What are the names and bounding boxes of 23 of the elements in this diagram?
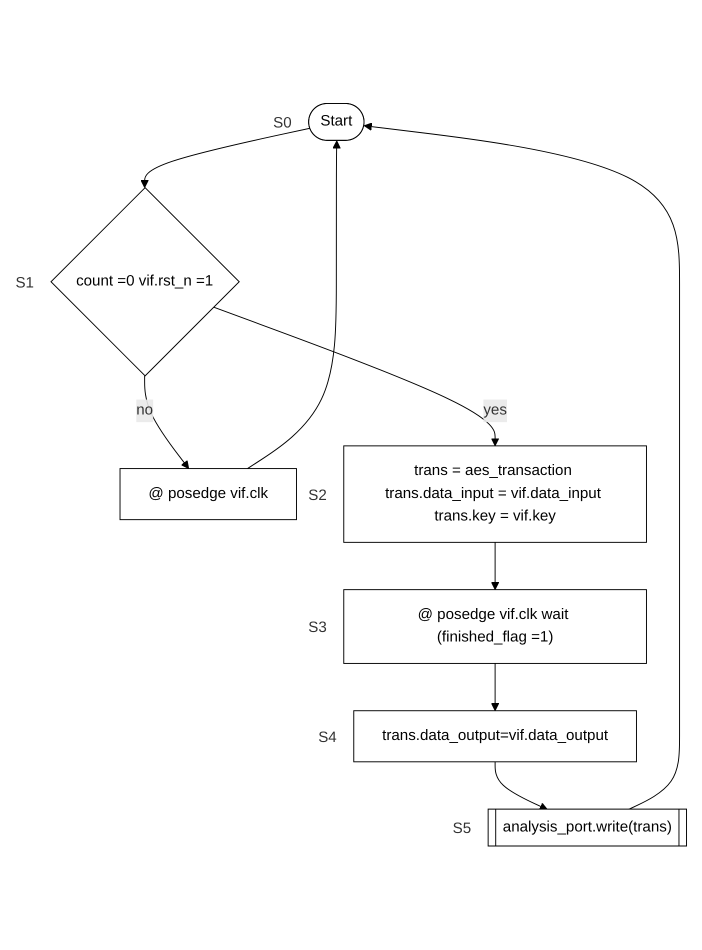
arrow: [212, 306, 500, 446]
process-box: @ posedge vif.clk wait (finished_flag =1): [343, 589, 647, 664]
edge-label: yes: [483, 402, 507, 419]
process-box: trans = aes_transaction trans.data_input = vif.data_input trans.key = vif.key: [343, 446, 647, 544]
subroutine-box: analysis_port.write(trans): [488, 808, 687, 847]
arrow: [247, 140, 341, 470]
arrow: [490, 542, 500, 590]
edge-label: no: [136, 402, 154, 419]
step-label: S2: [308, 487, 327, 504]
step-label: S0: [273, 114, 292, 132]
arrow: [144, 376, 190, 470]
process-box: trans.data_output=vif.data_output: [353, 710, 637, 763]
terminal-ellipse: Start: [308, 103, 364, 142]
step-label: S4: [318, 729, 337, 746]
step-label: S5: [452, 820, 472, 838]
arrow: [364, 122, 680, 810]
arrow: [490, 663, 500, 712]
decision-diamond: count =0 vif.rst_n =1: [50, 187, 240, 377]
process-box: @ posedge vif.clk: [120, 468, 297, 520]
step-label: S1: [15, 274, 34, 292]
step-label: S3: [308, 619, 327, 636]
arrow: [494, 762, 548, 810]
arrow: [140, 128, 311, 188]
